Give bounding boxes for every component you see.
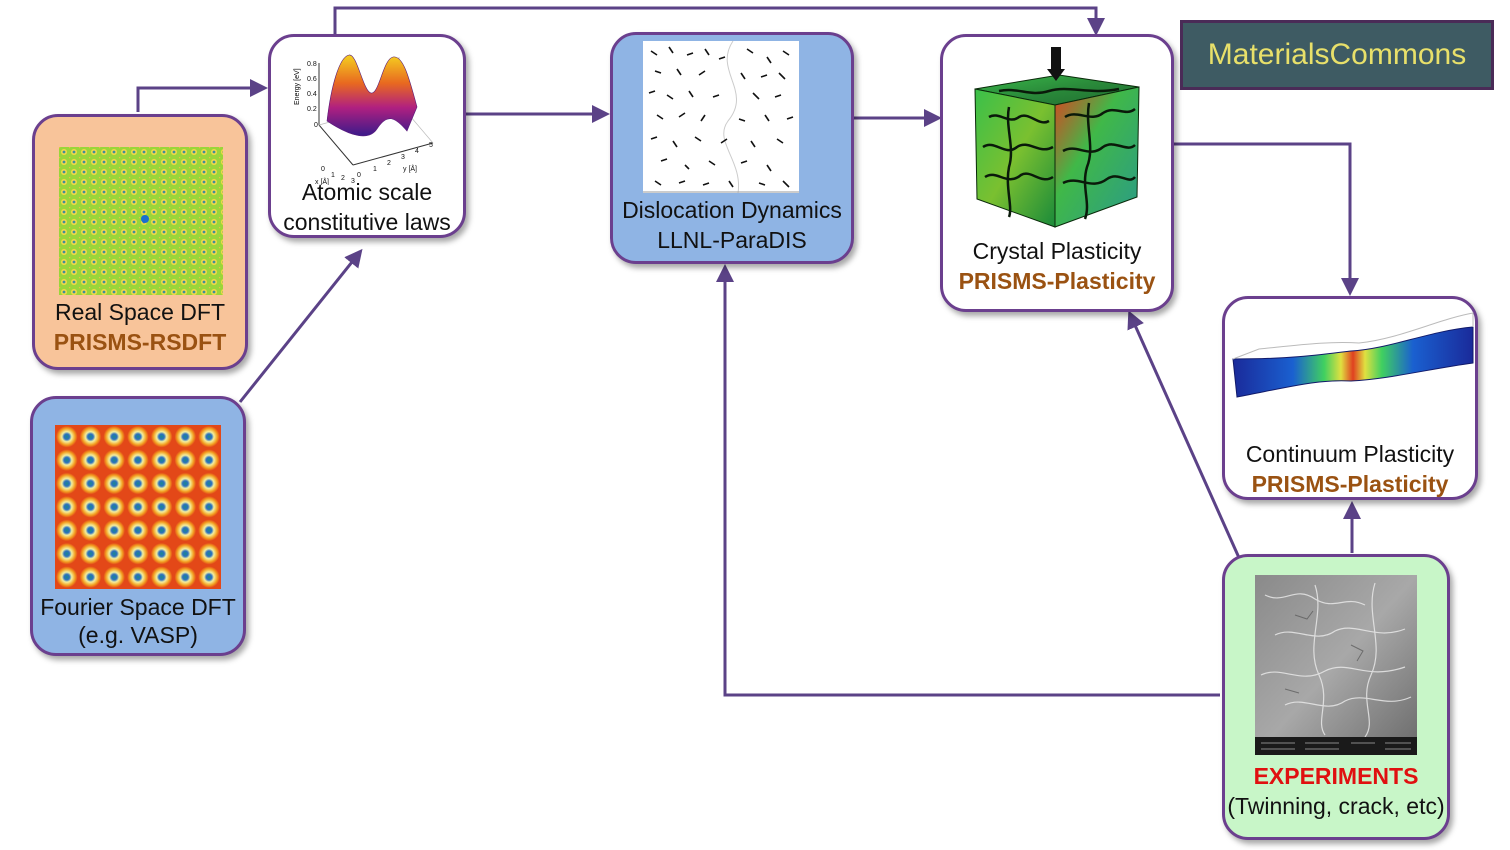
fsdft-title: Fourier Space DFT — [40, 594, 236, 620]
node-real-space-dft: Real Space DFT PRISMS-RSDFT — [32, 114, 248, 370]
node-experiments: EXPERIMENTS (Twinning, crack, etc) — [1222, 554, 1450, 840]
cp-tool: PRISMS-Plasticity — [958, 268, 1156, 294]
energy-surface-plot: Energy [eV] 0.8 0.6 0.4 0.2 0 0 1 2 3 x … — [294, 54, 434, 185]
plot-xlabel: x [Å] — [315, 177, 329, 185]
contp-tool: PRISMS-Plasticity — [1251, 471, 1449, 497]
atomic-title: Atomic scale — [301, 179, 433, 205]
plot-ytick: 2 — [387, 160, 391, 167]
arrow-exp-to-cp — [1127, 310, 1242, 561]
plot-xtick: 0 — [321, 166, 325, 173]
dd-title: Dislocation Dynamics — [622, 197, 842, 223]
arrow-rsdft-to-atomic — [136, 79, 268, 112]
plot-ytick: 0 — [357, 172, 361, 179]
arrow-exp-to-dd — [716, 264, 1220, 697]
node-atomic-scale: Energy [eV] 0.8 0.6 0.4 0.2 0 0 1 2 3 x … — [268, 34, 466, 238]
node-continuum-plasticity: Continuum Plasticity PRISMS-Plasticity — [1222, 296, 1478, 500]
arrow-cp-to-contp — [1174, 142, 1359, 296]
node-dislocation-dynamics: Dislocation Dynamics LLNL-ParaDIS — [610, 32, 854, 264]
plot-ztick: 0.2 — [307, 106, 317, 113]
fsdft-density-image — [55, 425, 221, 589]
node-fourier-space-dft: Fourier Space DFT (e.g. VASP) — [30, 396, 246, 656]
sem-micrograph-image — [1255, 575, 1417, 755]
rsdft-density-image — [59, 147, 223, 295]
contp-title: Continuum Plasticity — [1245, 441, 1455, 467]
continuum-specimen-image — [1232, 312, 1474, 398]
arrow-fsdft-to-atomic — [238, 248, 363, 403]
crystal-cube-image — [974, 47, 1140, 228]
plot-ytick: 5 — [429, 142, 433, 149]
plot-xtick: 2 — [341, 175, 345, 182]
plot-ztick: 0.4 — [307, 91, 317, 98]
exp-subtitle: (Twinning, crack, etc) — [1227, 793, 1445, 819]
dislocation-image — [643, 41, 799, 193]
rsdft-title: Real Space DFT — [54, 299, 225, 325]
fsdft-subtitle: (e.g. VASP) — [78, 622, 198, 648]
plot-xtick: 1 — [331, 172, 335, 179]
node-crystal-plasticity: Crystal Plasticity PRISMS-Plasticity — [940, 34, 1174, 312]
plot-ztick: 0.6 — [307, 76, 317, 83]
materials-commons-logo[interactable]: MaterialsCommons — [1180, 20, 1494, 90]
cp-title: Crystal Plasticity — [972, 238, 1142, 264]
plot-zlabel: Energy [eV] — [294, 68, 301, 105]
atomic-subtitle: constitutive laws — [283, 209, 451, 235]
plot-ylabel: y [Å] — [403, 164, 417, 173]
plot-ytick: 4 — [415, 148, 419, 155]
plot-ztick: 0.8 — [307, 61, 317, 68]
arrow-top-to-cp — [333, 6, 1105, 36]
plot-ztick: 0 — [314, 122, 318, 129]
plot-ytick: 1 — [373, 166, 377, 173]
plot-ytick: 3 — [401, 154, 405, 161]
dd-tool: LLNL-ParaDIS — [657, 227, 807, 253]
plot-xtick: 3 — [351, 178, 355, 185]
exp-title: EXPERIMENTS — [1253, 763, 1419, 789]
rsdft-tool: PRISMS-RSDFT — [53, 329, 227, 355]
